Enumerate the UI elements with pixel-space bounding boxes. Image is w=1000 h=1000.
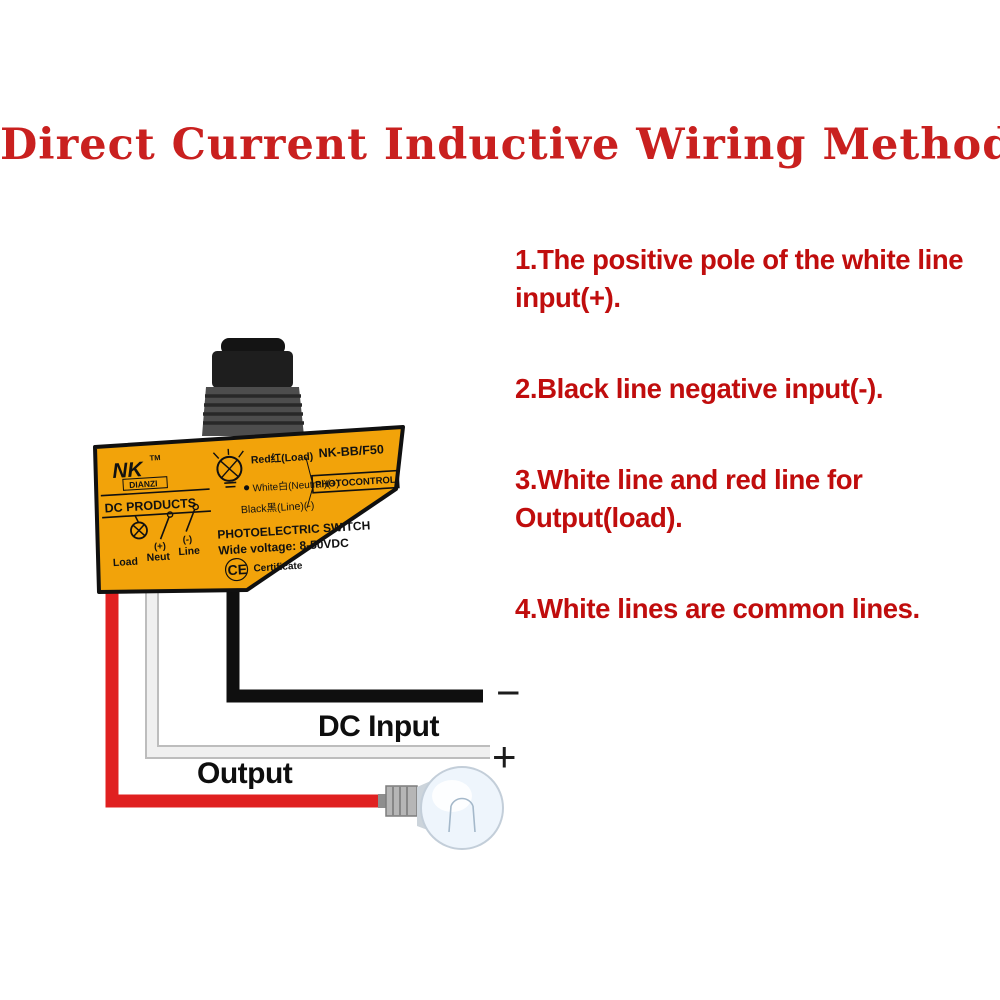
brand-sub-box xyxy=(122,476,168,491)
cap-upper xyxy=(212,351,293,388)
terminal-line-label: Line xyxy=(178,545,200,558)
plus-polarity-label: + xyxy=(492,733,517,780)
output-label: Output xyxy=(197,757,293,790)
photocontrol-leaders xyxy=(305,457,314,509)
load-terminal-icon xyxy=(130,521,148,540)
bulb-screw-base xyxy=(385,785,418,817)
red-wire-label: Red红(Load) xyxy=(251,450,314,467)
red-wire xyxy=(105,560,396,808)
photocell-sensor-cap xyxy=(202,338,304,436)
instruction-step-1: 1.The positive pole of the white line in… xyxy=(515,244,964,313)
instruction-step-4: 4.White lines are common lines. xyxy=(515,593,920,624)
photocontrol-box xyxy=(311,469,400,494)
bulb-filament xyxy=(448,797,476,833)
black-wire xyxy=(226,560,483,703)
bulb-base-ridges xyxy=(392,786,408,816)
photocontrol-device: NK TM DIANZI DC PRODUCTS Red红(Load) NK-B… xyxy=(93,425,405,594)
page-title: Direct Current Inductive Wiring Method xyxy=(0,120,1000,170)
line-terminal-icon xyxy=(185,508,196,532)
brand-sub: DIANZI xyxy=(129,478,158,490)
cap-ribs xyxy=(203,394,304,425)
product-line: DC PRODUCTS xyxy=(104,496,196,516)
instruction-step-2: 2.Black line negative input(-). xyxy=(515,373,884,404)
white-node-dot xyxy=(243,485,250,491)
minus-polarity-label: − xyxy=(496,669,521,716)
lamp-icon xyxy=(212,448,244,488)
terminal-neut-label: Neut xyxy=(146,551,171,564)
black-wire-label: Black黑(Line)(-) xyxy=(241,500,315,516)
bulb-highlight xyxy=(432,780,472,812)
ce-mark: CE xyxy=(227,561,247,578)
light-bulb xyxy=(378,766,504,850)
neut-terminal-icon xyxy=(159,516,170,540)
photocontrol-label: PHOTOCONTROL xyxy=(315,475,396,491)
model-number: NK-BB/F50 xyxy=(318,442,384,460)
terminal-load-label: Load xyxy=(113,556,139,570)
terminal-neut-sign: (+) xyxy=(154,541,167,553)
ce-badge xyxy=(224,557,249,582)
instruction-list: 1.The positive pole of the white line in… xyxy=(515,241,989,681)
dc-input-label: DC Input xyxy=(318,710,439,743)
device-label-content: NK TM DIANZI DC PRODUCTS Red红(Load) NK-B… xyxy=(100,442,400,582)
instruction-step-3: 3.White line and red line for Output(loa… xyxy=(515,464,863,533)
cap-knob xyxy=(221,338,285,355)
device-body xyxy=(93,425,405,594)
white-wire xyxy=(147,560,490,757)
certificate-label: Certificate xyxy=(253,561,303,575)
terminal-symbols xyxy=(130,503,199,540)
brand-tm: TM xyxy=(149,453,160,463)
terminal-line-sign: (-) xyxy=(182,534,192,546)
bulb-contact-tip xyxy=(378,794,387,808)
